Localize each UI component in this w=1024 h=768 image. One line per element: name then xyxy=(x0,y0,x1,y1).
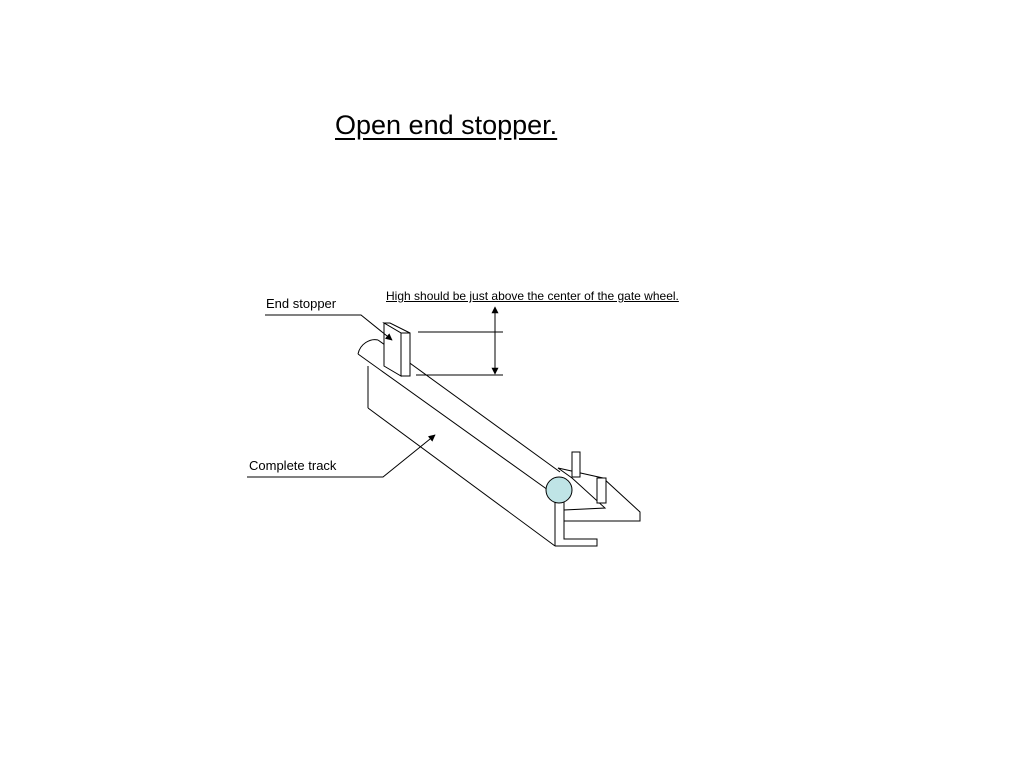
track-web-bottom-edge xyxy=(367,407,556,547)
track-rail-end-curve xyxy=(357,339,379,355)
slide-title: Open end stopper. xyxy=(335,110,558,140)
height-note-label: High should be just above the center of … xyxy=(386,289,679,303)
gate-post-left xyxy=(571,451,581,478)
complete-track-leader xyxy=(247,434,436,478)
gate-wheel xyxy=(545,476,573,504)
end-stopper-label: End stopper xyxy=(266,296,337,311)
end-stopper xyxy=(382,322,411,377)
end-stopper-front xyxy=(383,322,402,377)
height-dimension xyxy=(416,306,503,376)
end-stopper-leader xyxy=(265,314,393,341)
gate-frame xyxy=(557,451,641,522)
track-rail-bottom-edge xyxy=(357,353,549,491)
complete-track-label: Complete track xyxy=(249,458,337,473)
track-end-flange xyxy=(555,500,598,547)
gate-post-right xyxy=(596,477,607,504)
end-stopper-side xyxy=(400,332,411,377)
